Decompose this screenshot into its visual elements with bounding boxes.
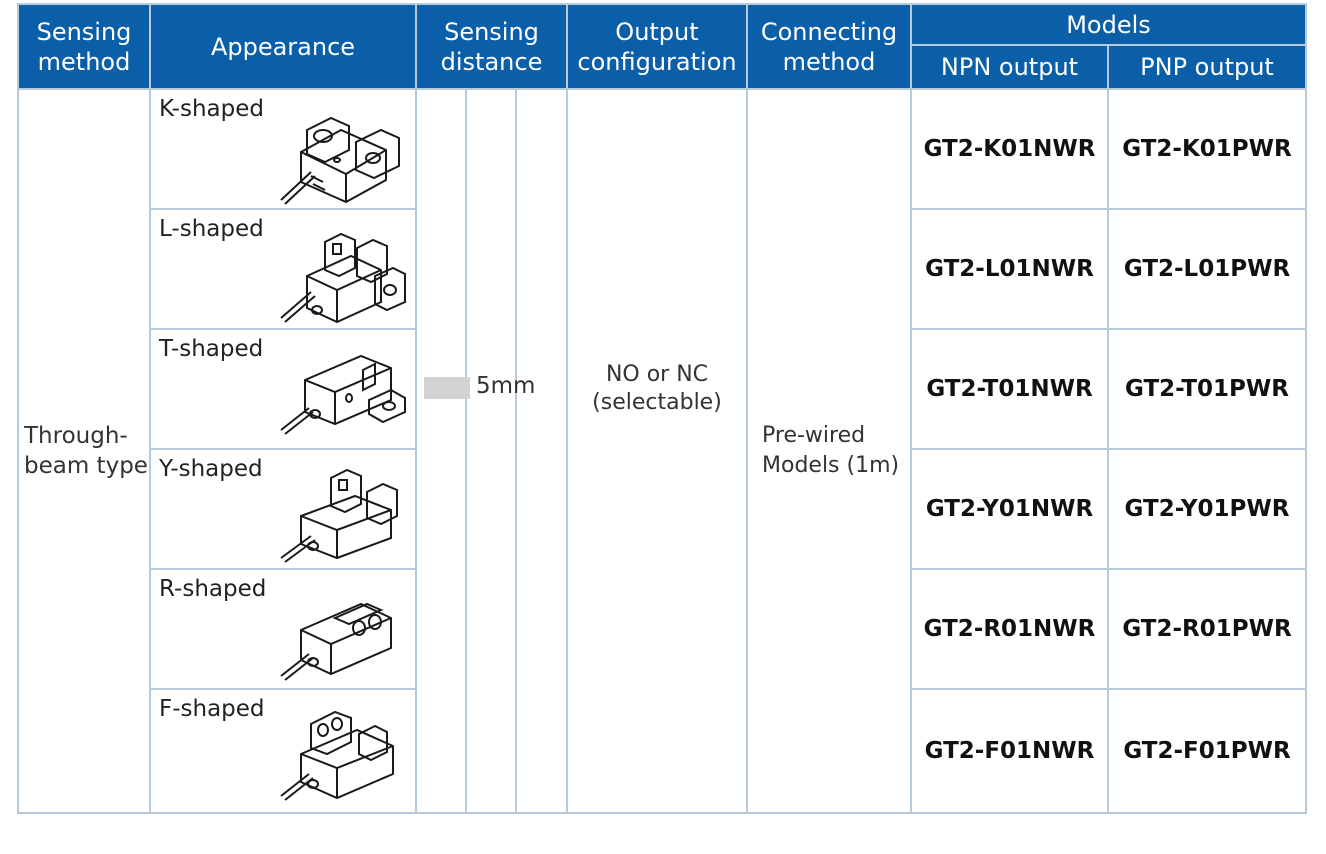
- f-shaped-sensor-icon: [280, 710, 394, 801]
- npn-model: GT2-F01NWR: [912, 690, 1107, 812]
- t-shaped-sensor-icon: [280, 354, 406, 435]
- npn-model: GT2-R01NWR: [912, 570, 1107, 688]
- header-pnp-output: PNP output: [1109, 46, 1305, 88]
- output-configuration-cell-bottom: [568, 686, 746, 812]
- sensing-distance-subcol-2: [467, 90, 515, 812]
- k-shaped-sensor-icon: [280, 116, 400, 205]
- appearance-label: F-shaped: [159, 696, 265, 722]
- pnp-model: GT2-K01PWR: [1109, 90, 1305, 208]
- appearance-cell: R-shaped: [151, 570, 415, 688]
- appearance-cell: L-shaped: [151, 210, 415, 328]
- appearance-label: L-shaped: [159, 216, 264, 242]
- output-configuration-cell: NO or NC (selectable): [568, 90, 746, 688]
- sensing-distance-value: 5mm: [476, 373, 536, 399]
- distance-range-bar: [424, 377, 470, 399]
- npn-model: GT2-K01NWR: [912, 90, 1107, 208]
- header-models: Models: [912, 5, 1305, 44]
- connecting-method-cell: Pre-wired Models (1m): [748, 90, 910, 812]
- y-shaped-sensor-icon: [280, 468, 398, 563]
- appearance-label: R-shaped: [159, 576, 267, 602]
- header-appearance: Appearance: [151, 5, 415, 88]
- pnp-model: GT2-R01PWR: [1109, 570, 1305, 688]
- sensing-method-cell: Through- beam type: [19, 90, 149, 812]
- pnp-model: GT2-T01PWR: [1109, 330, 1305, 448]
- appearance-cell: F-shaped: [151, 690, 415, 812]
- npn-model: GT2-Y01NWR: [912, 450, 1107, 568]
- npn-model: GT2-T01NWR: [912, 330, 1107, 448]
- sensing-distance-subcol-1: [417, 90, 465, 812]
- pnp-model: GT2-Y01PWR: [1109, 450, 1305, 568]
- pnp-model: GT2-L01PWR: [1109, 210, 1305, 328]
- appearance-label: K-shaped: [159, 96, 264, 122]
- appearance-cell: Y-shaped: [151, 450, 415, 568]
- sensing-distance-subcol-3: [517, 90, 566, 812]
- appearance-cell: T-shaped: [151, 330, 415, 448]
- l-shaped-sensor-icon: [280, 232, 406, 324]
- header-npn-output: NPN output: [912, 46, 1107, 88]
- pnp-model: GT2-F01PWR: [1109, 690, 1305, 812]
- appearance-label: T-shaped: [159, 336, 264, 362]
- appearance-cell: K-shaped: [151, 90, 415, 208]
- npn-model: GT2-L01NWR: [912, 210, 1107, 328]
- appearance-label: Y-shaped: [159, 456, 263, 482]
- sensing-method-value: Through-: [24, 423, 128, 449]
- r-shaped-sensor-icon: [280, 602, 392, 681]
